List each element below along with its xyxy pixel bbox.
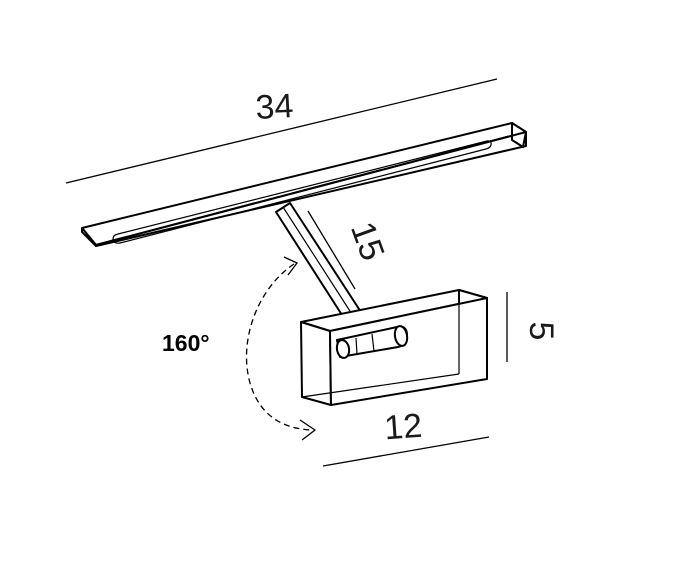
arm-dimension-line: [307, 210, 356, 290]
width-dimension-line: [65, 78, 498, 184]
light-bar: [81, 122, 527, 247]
base-width-dimension-label: 12: [383, 407, 423, 448]
rotation-angle-label: 160°: [162, 330, 210, 356]
width-dimension-label: 34: [255, 87, 295, 127]
arm-dimension-label: 15: [343, 217, 392, 266]
base-width-dimension-line: [322, 436, 490, 467]
base-height-dimension-label: 5: [522, 322, 560, 341]
wall-base: [300, 289, 488, 406]
hinge-joint: [335, 325, 409, 359]
rotation-arrow: [245, 256, 317, 441]
